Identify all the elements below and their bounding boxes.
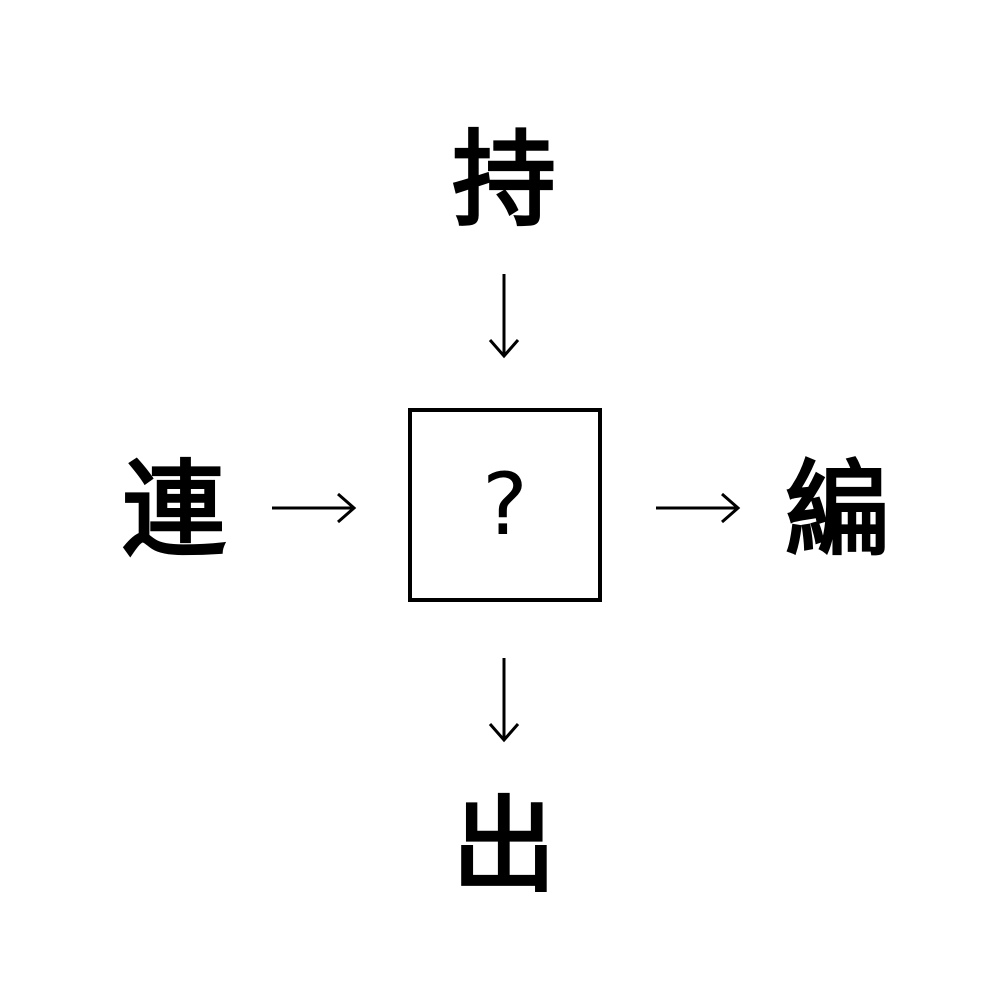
kanji-right: 編 [784,449,889,571]
arrow-down-icon [488,274,520,359]
arrow-right-icon [272,492,357,524]
kanji-top: 持 [451,119,556,241]
question-mark: ? [482,455,528,555]
arrow-right-icon [656,492,741,524]
answer-box: ? [408,408,602,602]
kanji-left: 連 [121,449,226,571]
kanji-bottom: 出 [451,785,556,907]
arrow-down-icon [488,658,520,743]
